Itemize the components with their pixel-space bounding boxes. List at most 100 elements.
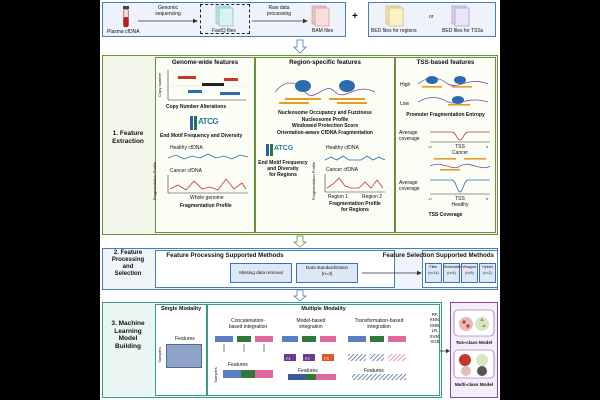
fs-title: Feature Selection Supported Methods <box>382 252 494 259</box>
fs-filter: Filter (n=14) <box>425 263 442 283</box>
concat-label: Concatenation- based integration <box>228 318 268 330</box>
tss-high-label: High <box>400 82 411 88</box>
frag-profile-label: Fragmentation Profile <box>180 203 232 209</box>
tss-tick-pos-2: n <box>486 196 489 201</box>
fp-to-fs-arrow <box>362 270 422 276</box>
multiple-modality-title: Multiple Modality <box>301 306 346 312</box>
feature-extraction-label: 1. Feature Extraction <box>112 130 144 145</box>
bed-tss-icon <box>451 5 470 27</box>
healthy-profile-line <box>167 153 249 160</box>
fastq-file-icon <box>215 5 234 27</box>
multi-class-label: Multi-class Model <box>454 382 494 387</box>
model-based-label: Model-based integration <box>296 318 326 330</box>
single-samples-label: Samples <box>156 347 162 363</box>
concat-features-label: Features <box>228 362 248 368</box>
nucleosome-diagram <box>274 80 376 104</box>
cancer-profile-line <box>167 175 248 194</box>
arrow-down-3 <box>292 289 308 302</box>
tss-healthy-curve <box>430 179 490 195</box>
tss-tick-pos-1: n <box>486 144 489 149</box>
genome-wide-column <box>155 57 255 233</box>
tss-healthy-label: TSS Healthy <box>451 196 469 208</box>
motif-logo <box>188 115 224 131</box>
region1-label: Region 1 <box>328 194 349 200</box>
processing-label: 2. Feature Processing and Selection <box>111 250 145 277</box>
fs-wrapper: Wrapper (n=5) <box>461 263 478 283</box>
frag-axis-label: Fragmentation Profile <box>152 161 158 201</box>
figure-canvas: Plasma cfDNA Genomic sequencing FastQ fi… <box>100 0 500 400</box>
or-label: or <box>429 14 434 20</box>
avg-cov-1-label: Average coverage <box>399 130 420 142</box>
classifier-list: RF, KNN, GNB, LR, SVM, XGB <box>429 312 441 345</box>
genome-wide-title: Genome-wide features <box>171 59 239 66</box>
arrow-down-1 <box>293 39 307 54</box>
model-based-blocks <box>282 336 336 380</box>
region-frag-label: Fragmentation Profile for Regions <box>329 201 381 213</box>
arrow-down-2 <box>292 235 308 248</box>
bam-label: BAM files <box>312 28 334 34</box>
fastq-box <box>200 4 250 34</box>
arrow-raw <box>252 18 308 24</box>
bed-regions-icon <box>385 5 404 27</box>
cna-label: Copy Number Alterations <box>166 104 227 110</box>
tss-low-label: Low <box>400 101 410 107</box>
p2-label: P2 <box>305 356 310 361</box>
concat-blocks <box>215 336 273 378</box>
plasma-label: Plasma cfDNA <box>107 29 140 35</box>
copy-number-axis: Copy number <box>157 72 163 98</box>
single-matrix <box>166 344 202 368</box>
fs-hybrid: Hybrid (n=2) <box>479 263 496 283</box>
transform-features-label: Features <box>364 368 384 374</box>
raw-processing-label: Raw data processing <box>266 5 292 17</box>
tss-cancer-curve <box>430 131 490 143</box>
pipeline-header: Plasma cfDNA Genomic sequencing FastQ fi… <box>100 0 500 54</box>
entropy-label: Promoter Fragmentation Entropy <box>406 112 485 118</box>
two-class-icon <box>453 309 495 337</box>
arrow-to-models <box>440 348 450 354</box>
fp-method-standardization: Data standardization (n=4) <box>296 263 358 283</box>
tss-tick-neg-2: -n <box>428 196 432 201</box>
single-modality-title: Single Modality <box>160 306 202 312</box>
region-healthy-label: Healthy cfDNA <box>326 145 359 151</box>
low-entropy-icon <box>417 96 489 106</box>
tss-tick-neg-1: -n <box>428 144 432 149</box>
model-features-label: Features <box>298 368 318 374</box>
motif-label: End Motif Frequency and Diversity <box>160 133 243 139</box>
tss-cancer-label: TSS Cancer <box>451 144 469 156</box>
tss-reads-icon <box>429 158 491 171</box>
transform-label: Transformation-based integration <box>354 318 404 330</box>
arrow-seq <box>138 18 198 24</box>
multiple-modality-box <box>207 304 440 396</box>
region-cancer-line <box>324 174 385 193</box>
region-frag-axis: Fragmentation Profile <box>311 161 317 201</box>
region-motif-letters: ATCG <box>274 145 294 152</box>
bed-tss-label: BED files for TSSs <box>442 28 484 34</box>
region-motif-label: End Motif Frequency and Diversity for Re… <box>258 160 308 178</box>
region-healthy-line <box>324 155 386 161</box>
blood-tube-icon <box>123 6 129 28</box>
whole-genome-label: Whole genome <box>190 195 224 201</box>
gw-cancer-label: Cancer cfDNA <box>170 168 202 174</box>
single-features-label: Features <box>175 336 195 342</box>
transform-blocks <box>348 336 406 380</box>
fastq-label: FastQ files <box>212 28 236 34</box>
region2-label: Region 2 <box>362 194 383 200</box>
region-title: Region-specific features <box>289 59 361 66</box>
bam-file-icon <box>311 5 330 27</box>
ml-label: 3. Machine Learning Model Building <box>111 320 145 350</box>
genomic-sequencing-label: Genomic sequencing <box>155 5 181 17</box>
gw-healthy-label: Healthy cfDNA <box>170 145 203 151</box>
p3-label: P3 <box>324 356 329 361</box>
nucleosome-feature-list: Nucleosome Occupancy and Fuzziness Nucle… <box>277 110 373 136</box>
multi-class-icon <box>453 349 495 379</box>
fp-title: Feature Processing Supported Methods <box>166 252 284 259</box>
motif-letters: ATCG <box>198 117 219 126</box>
high-entropy-icon <box>417 76 489 88</box>
p1-label: P1 <box>286 356 291 361</box>
region-cancer-label: Cancer cfDNA <box>326 167 358 173</box>
cna-plot <box>167 70 246 101</box>
region-motif-logo <box>265 143 293 157</box>
fp-method-missing: Missing data removal <box>230 263 292 283</box>
tss-title: TSS-based features <box>416 59 475 66</box>
